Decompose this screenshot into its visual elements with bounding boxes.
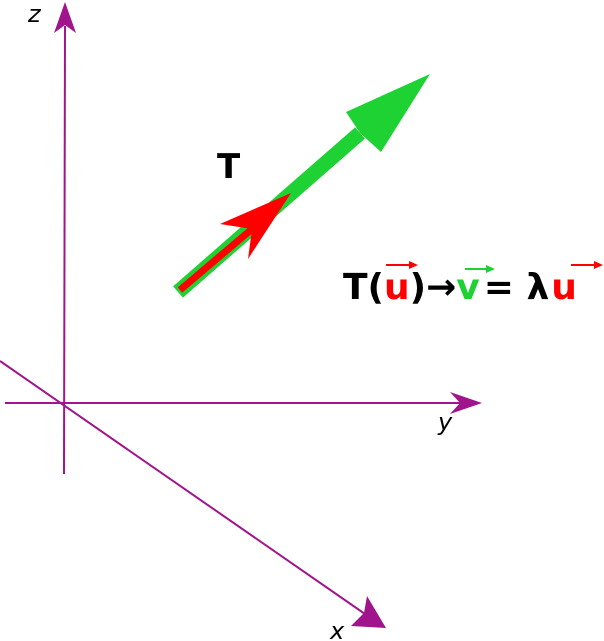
equation-maps-to: )→ <box>410 267 457 308</box>
x-axis-label: x <box>329 617 345 641</box>
equation-text: T(u)→v= λu <box>343 267 577 308</box>
image-vector-v-arrowhead <box>346 74 430 152</box>
equation-prefix: T( <box>343 267 384 308</box>
equation-equals-lambda: = λ <box>484 267 549 308</box>
y-axis-arrowhead <box>450 392 482 414</box>
z-axis-arrowhead <box>54 2 76 33</box>
vector-overarrow-v <box>465 265 495 273</box>
z-axis-line <box>63 25 66 475</box>
axes <box>0 2 482 628</box>
vector-overarrow-u-second <box>571 261 603 269</box>
eigen-equation: T(u)→v= λu <box>343 261 603 308</box>
eigenvector-u-arrowhead <box>220 193 291 259</box>
equation-u-second: u <box>551 267 577 308</box>
eigenvector-u-shaft <box>177 226 255 293</box>
eigenvector-u <box>177 193 291 293</box>
x-axis-arrowhead <box>351 596 386 628</box>
equation-v: v <box>456 267 479 308</box>
vector-overarrow-u-first <box>386 261 418 269</box>
transform-label: T <box>217 147 241 187</box>
y-axis-label: y <box>437 408 453 436</box>
equation-u-first: u <box>384 267 410 308</box>
z-axis-label: z <box>27 0 42 28</box>
x-axis-line <box>0 360 366 615</box>
